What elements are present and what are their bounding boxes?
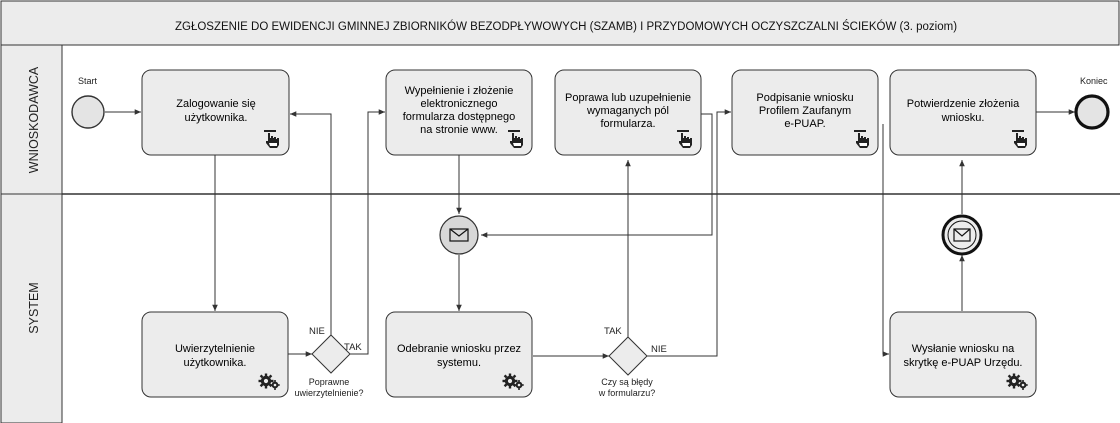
task-send-line-2: skrytkę e-PUAP Urzędu. — [903, 357, 1022, 369]
task-receive-line-1: Odebranie wniosku przez — [397, 343, 521, 355]
task-correct-form-box — [554, 69, 702, 156]
gateway-auth-question-line-1: Poprawne — [309, 377, 350, 387]
task-receive-line-2: systemu. — [437, 357, 481, 369]
task-fill-form-line-2: elektronicznego — [420, 98, 497, 110]
task-login-line-1: Zalogowanie się — [176, 98, 256, 110]
gateway-auth-question-line-2: uwierzytelnienie? — [294, 388, 363, 398]
task-authenticate-line-2: użytkownika. — [184, 357, 247, 369]
task-send-line-1: Wysłanie wniosku na — [912, 343, 1015, 355]
start-label: Start — [78, 76, 98, 86]
envelope-icon — [953, 228, 971, 242]
message-event-send — [941, 214, 983, 256]
task-login-box — [141, 69, 290, 156]
envelope-icon — [449, 228, 469, 242]
task-login-line-2: użytkownika. — [185, 112, 248, 124]
flow-gateway-no-login — [290, 111, 332, 335]
gateway-auth-no-label: NIE — [309, 326, 325, 337]
gateway-auth-diamond — [311, 334, 351, 374]
task-fill-form[interactable]: Wypełnienie i złożenie elektronicznego f… — [385, 69, 533, 156]
task-receive-box — [385, 311, 533, 398]
gateway-errors[interactable] — [608, 336, 648, 376]
flow-sign-send — [882, 124, 889, 357]
pool-title: ZGŁOSZENIE DO EWIDENCJI GMINNEJ ZBIORNIK… — [175, 20, 957, 33]
task-confirm[interactable]: Potwierdzenie złożenia wniosku. — [889, 69, 1037, 156]
task-confirm-line-1: Potwierdzenie złożenia — [907, 98, 1020, 110]
task-authenticate[interactable]: Uwierzytelnienie użytkownika. — [141, 311, 289, 398]
flow-correct-message — [481, 113, 713, 238]
task-confirm-line-2: wniosku. — [941, 112, 985, 124]
task-login[interactable]: Zalogowanie się użytkownika. — [141, 69, 290, 156]
gateway-errors-diamond — [608, 336, 648, 376]
task-correct-form[interactable]: Poprawa lub uzupełnienie wymaganych pól … — [554, 69, 702, 156]
end-label: Koniec — [1080, 76, 1108, 86]
task-confirm-box — [889, 69, 1037, 156]
task-correct-form-line-3: formularza. — [600, 118, 655, 130]
gateway-auth[interactable] — [311, 334, 351, 374]
gateway-errors-question-line-1: Czy są błędy — [601, 377, 653, 387]
task-sign-box — [731, 69, 879, 156]
end-event — [1074, 94, 1110, 130]
pool-header — [0, 0, 1120, 46]
flow-gateway-no-sign — [646, 109, 731, 357]
gateway-errors-question-line-2: w formularzu? — [598, 388, 656, 398]
task-authenticate-box — [141, 311, 289, 398]
flow-gateway-yes-fill — [350, 109, 385, 355]
task-send-box — [889, 311, 1037, 398]
task-sign[interactable]: Podpisanie wniosku Profilem Zaufanym e-P… — [731, 69, 879, 156]
gateway-errors-no-label: NIE — [651, 344, 667, 355]
task-fill-form-line-1: Wypełnienie i złożenie — [405, 85, 514, 97]
start-event — [71, 95, 105, 129]
task-correct-form-line-2: wymaganych pól — [586, 105, 669, 117]
lane-header-system — [0, 193, 63, 423]
task-fill-form-line-3: formularza dostępnego — [403, 111, 516, 123]
task-send[interactable]: Wysłanie wniosku na skrytkę e-PUAP Urzęd… — [889, 311, 1037, 398]
gateway-auth-yes-label: TAK — [344, 342, 362, 353]
task-sign-line-2: Profilem Zaufanym — [759, 105, 851, 117]
task-authenticate-line-1: Uwierzytelnienie — [175, 343, 255, 355]
task-receive[interactable]: Odebranie wniosku przez systemu. — [385, 311, 533, 398]
message-event-receive — [439, 215, 479, 255]
task-sign-line-1: Podpisanie wniosku — [756, 92, 853, 104]
task-fill-form-box — [385, 69, 533, 156]
gateway-errors-yes-label: TAK — [604, 326, 622, 337]
task-sign-line-3: e-PUAP. — [784, 118, 825, 130]
lane-label-system: SYSTEM — [27, 282, 41, 333]
message-event-send-inner — [947, 220, 977, 250]
sequence-flows — [105, 109, 1075, 359]
lane-label-applicant: WNIOSKODAWCA — [27, 66, 41, 173]
lane-header-applicant — [0, 44, 63, 195]
task-fill-form-line-4: na stronie www. — [420, 124, 498, 136]
task-correct-form-line-1: Poprawa lub uzupełnienie — [565, 92, 691, 104]
